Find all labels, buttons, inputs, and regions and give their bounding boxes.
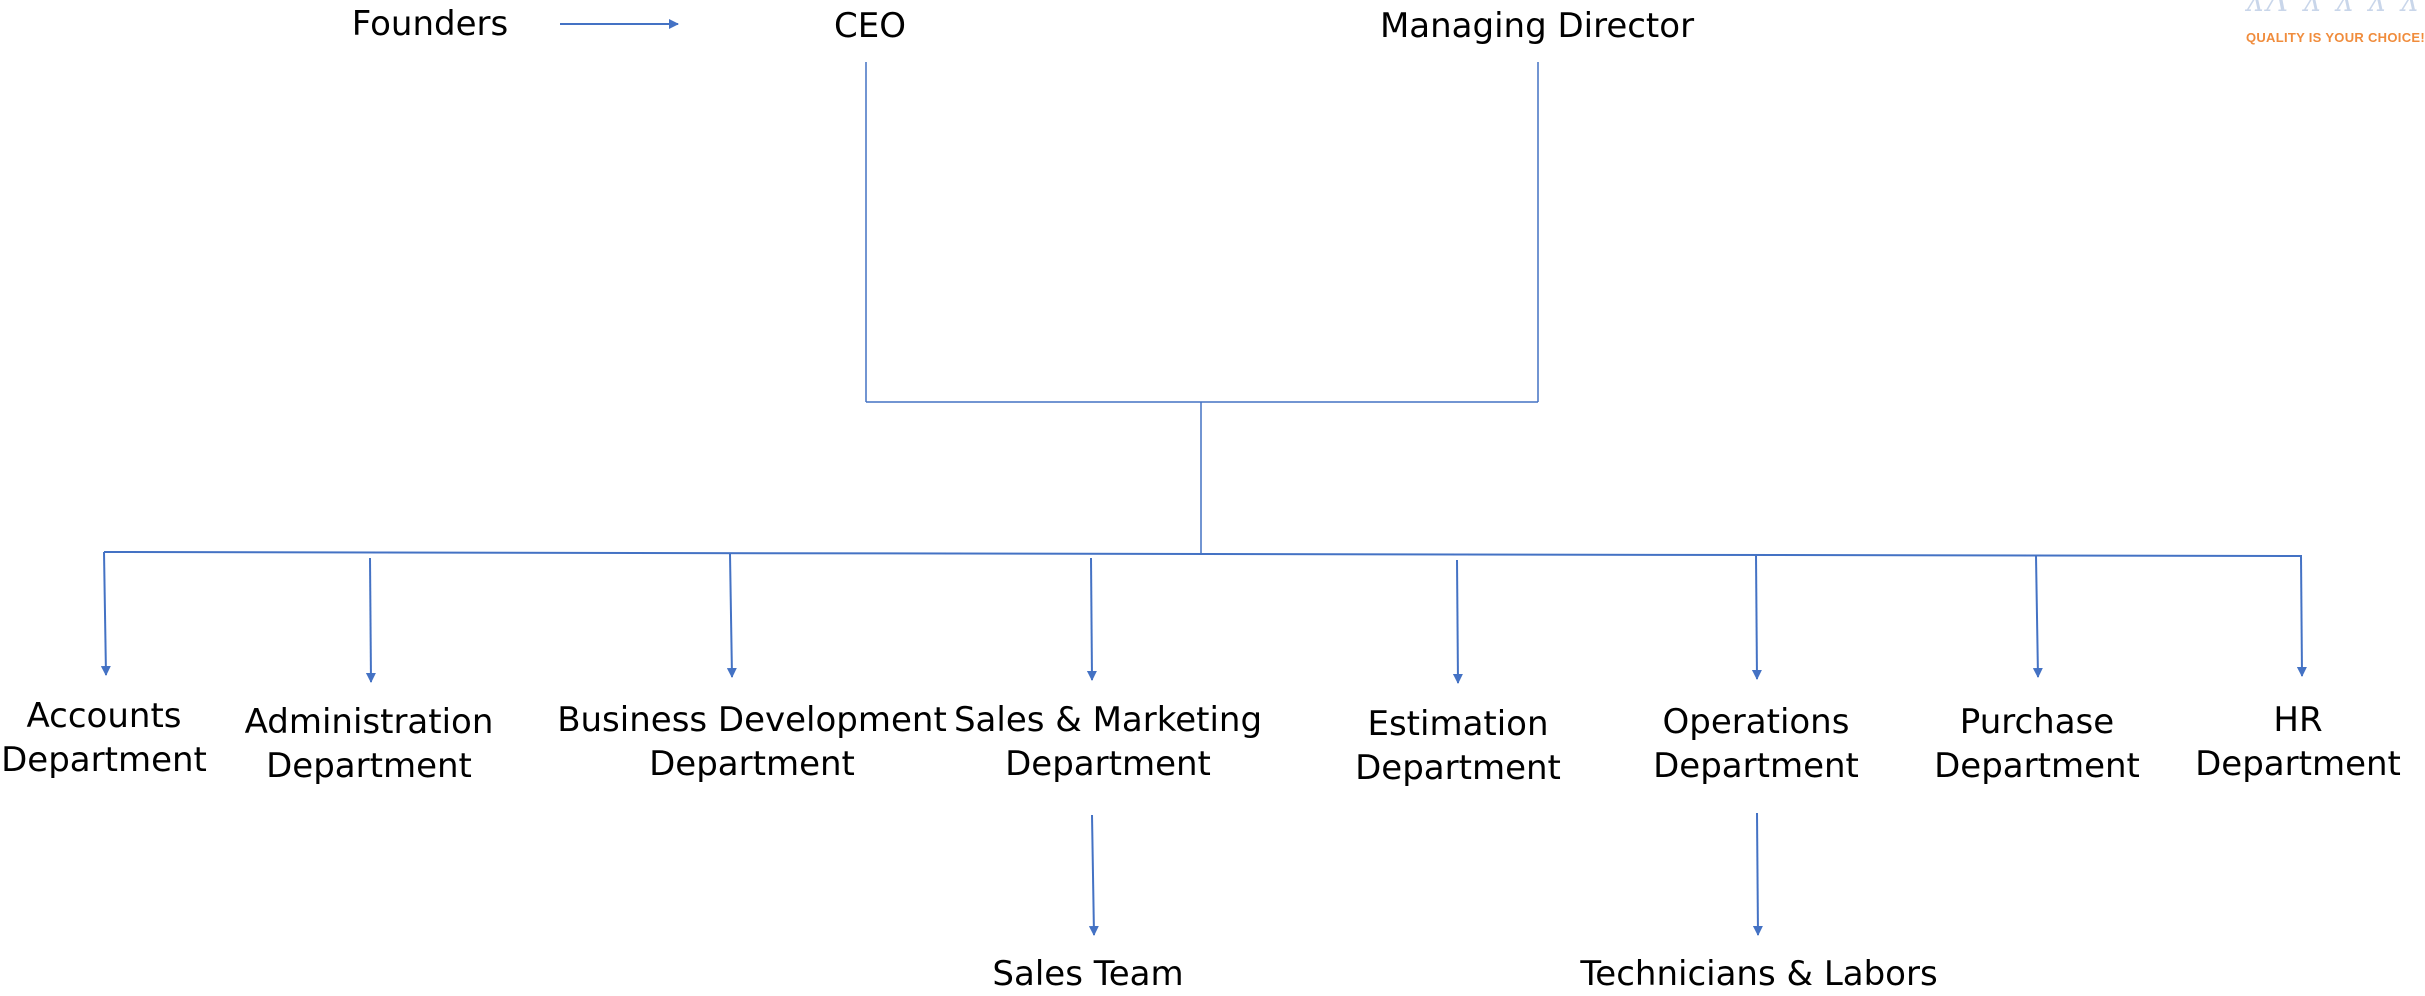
- logo-tagline: QUALITY IS YOUR CHOICE!: [2245, 30, 2425, 45]
- node-managing-director: Managing Director: [1380, 4, 1694, 48]
- edge-to-purchase: [2032, 555, 2043, 678]
- node-business-development-line-2: Department: [649, 744, 855, 784]
- node-estimation-line-1: Estimation: [1367, 704, 1549, 744]
- node-operations-line-1: Operations: [1662, 702, 1850, 742]
- node-sales-marketing-line-1: Sales & Marketing: [953, 700, 1263, 740]
- node-ceo: CEO: [834, 4, 906, 48]
- edge-to-sales-marketing: [1086, 557, 1097, 681]
- node-business-development-line-1: Business Development: [557, 700, 947, 740]
- company-logo: ᴧɅ ᴧ ᴧ ᴧ ᴧ QUALITY IS YOUR CHOICE!: [2210, 0, 2425, 50]
- node-administration-line-2: Department: [266, 746, 472, 786]
- node-founders: Founders: [352, 2, 508, 46]
- node-hr-line-1: HR: [2273, 700, 2323, 740]
- node-purchase-line-2: Department: [1934, 746, 2140, 786]
- node-technicians-line-1: Technicians & Labors: [1580, 954, 1938, 994]
- edge-to-accounts: [100, 551, 111, 676]
- node-administration-line-1: Administration: [244, 702, 494, 742]
- logo-mark: ᴧɅ ᴧ ᴧ ᴧ ᴧ: [2246, 0, 2421, 19]
- department-bus-line: [103, 551, 2303, 557]
- edge-to-administration: [365, 557, 376, 683]
- node-founders-line-1: Founders: [351, 4, 509, 44]
- edge-to-estimation: [1452, 559, 1463, 684]
- node-technicians: Technicians & Labors: [1580, 952, 1937, 996]
- node-operations-line-2: Department: [1653, 746, 1859, 786]
- node-purchase-line-1: Purchase: [1959, 702, 2115, 742]
- node-managing-director-line-1: Managing Director: [1379, 6, 1695, 46]
- node-estimation-line-2: Department: [1355, 748, 1561, 788]
- edge-to-business-development: [726, 553, 737, 678]
- edge-to-operations: [1751, 554, 1762, 680]
- node-hr-line-2: Department: [2195, 744, 2401, 784]
- node-sales-marketing-line-2: Department: [1005, 744, 1211, 784]
- edge-to-hr: [2296, 555, 2307, 677]
- edge-to-technicians: [1752, 812, 1763, 936]
- edge-to-sales-team: [1088, 814, 1099, 936]
- node-accounts-line-2: Department: [1, 740, 207, 780]
- node-ceo-line-1: CEO: [834, 6, 906, 46]
- connectors: [100, 19, 2307, 936]
- node-accounts-line-1: Accounts: [26, 696, 182, 736]
- node-sales-team: Sales Team: [992, 952, 1183, 996]
- node-sales-team-line-1: Sales Team: [992, 954, 1184, 994]
